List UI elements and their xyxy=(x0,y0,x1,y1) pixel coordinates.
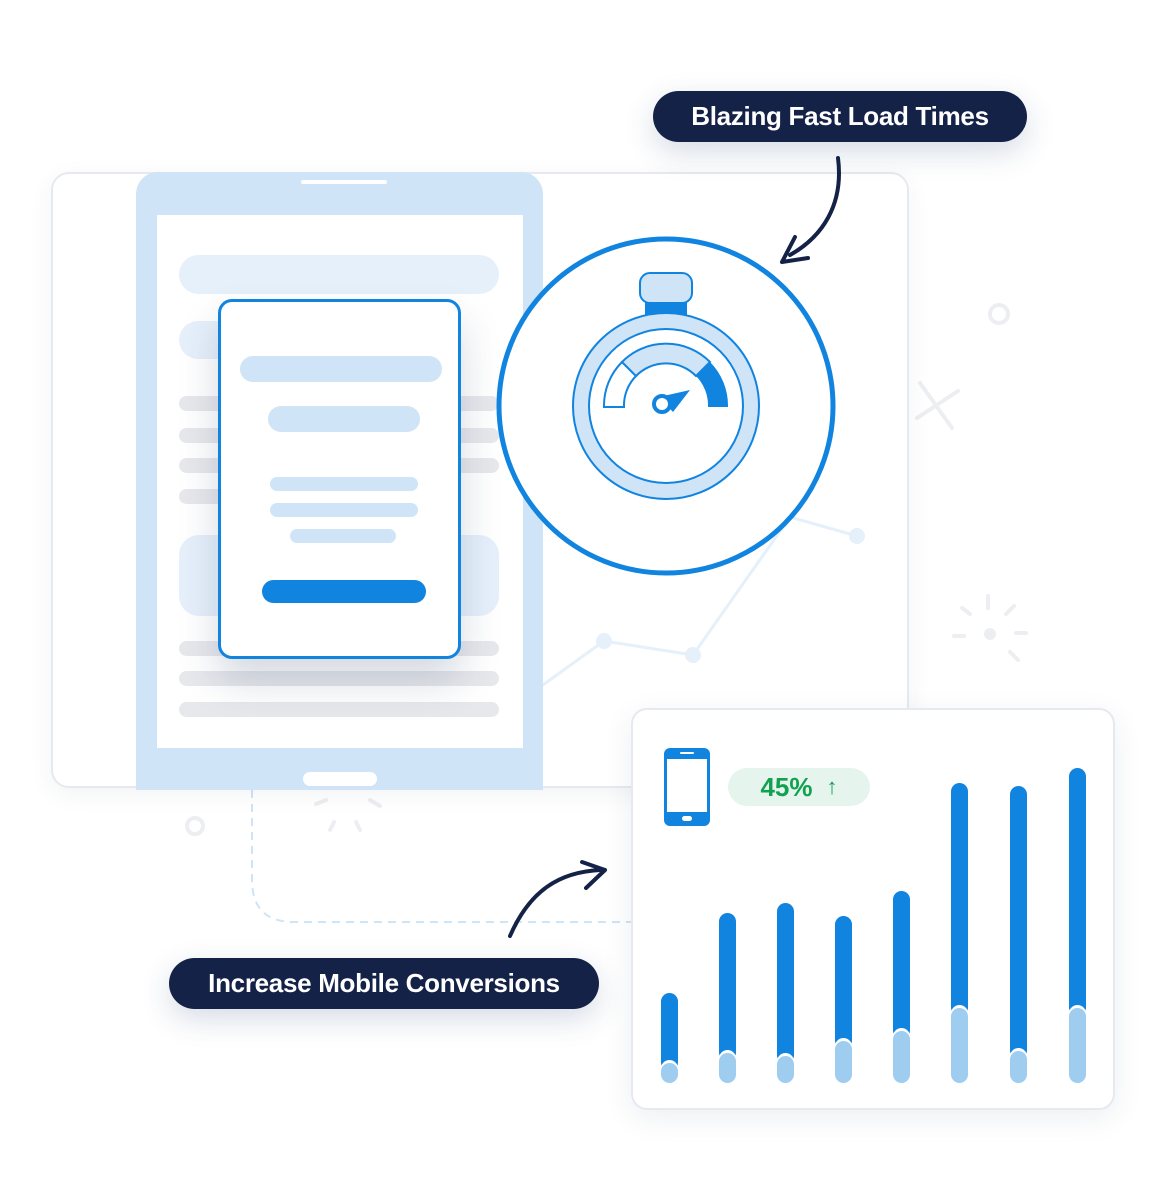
bar-segment-base xyxy=(951,1008,968,1083)
conversions-chart-card xyxy=(631,708,1115,1110)
bar-segment-base xyxy=(661,1063,678,1083)
bar-segment-base xyxy=(777,1055,794,1083)
bar-segment-top xyxy=(893,890,910,1039)
bar-segment-top xyxy=(951,783,968,1016)
bar-segment-base xyxy=(719,1053,736,1083)
conversion-percent: 45% xyxy=(760,771,813,802)
modal-cta-button[interactable] xyxy=(262,580,426,603)
placeholder-line xyxy=(179,702,499,717)
tablet-home-button xyxy=(303,772,377,786)
modal-text-placeholder xyxy=(270,477,418,491)
modal-text-placeholder xyxy=(290,529,396,543)
placeholder-line xyxy=(179,671,499,686)
tablet-speaker xyxy=(301,180,387,184)
stopwatch-speed-icon xyxy=(496,236,836,576)
bar-segment-base xyxy=(893,1030,910,1083)
bar-segment-top xyxy=(777,903,794,1064)
arrow-up-icon: ↑ xyxy=(826,774,838,799)
bar-segment-top xyxy=(661,993,678,1071)
modal-title-placeholder xyxy=(240,356,442,382)
modal-text-placeholder xyxy=(270,503,418,517)
modal-subtitle-placeholder xyxy=(268,406,420,432)
smartphone-icon xyxy=(664,748,710,826)
bar-segment-top xyxy=(1010,785,1027,1059)
placeholder-header xyxy=(179,255,499,294)
bar-segment-base xyxy=(1069,1008,1086,1083)
bar-segment-base xyxy=(835,1040,852,1083)
conversion-increase-badge: 45% ↑ xyxy=(728,768,870,806)
callout-mobile-conversions: Increase Mobile Conversions xyxy=(169,958,599,1009)
callout-load-times: Blazing Fast Load Times xyxy=(653,91,1027,142)
bar-segment-top xyxy=(835,915,852,1049)
bar-segment-top xyxy=(719,913,736,1061)
bar-segment-top xyxy=(1069,768,1086,1016)
bar-segment-base xyxy=(1010,1050,1027,1083)
